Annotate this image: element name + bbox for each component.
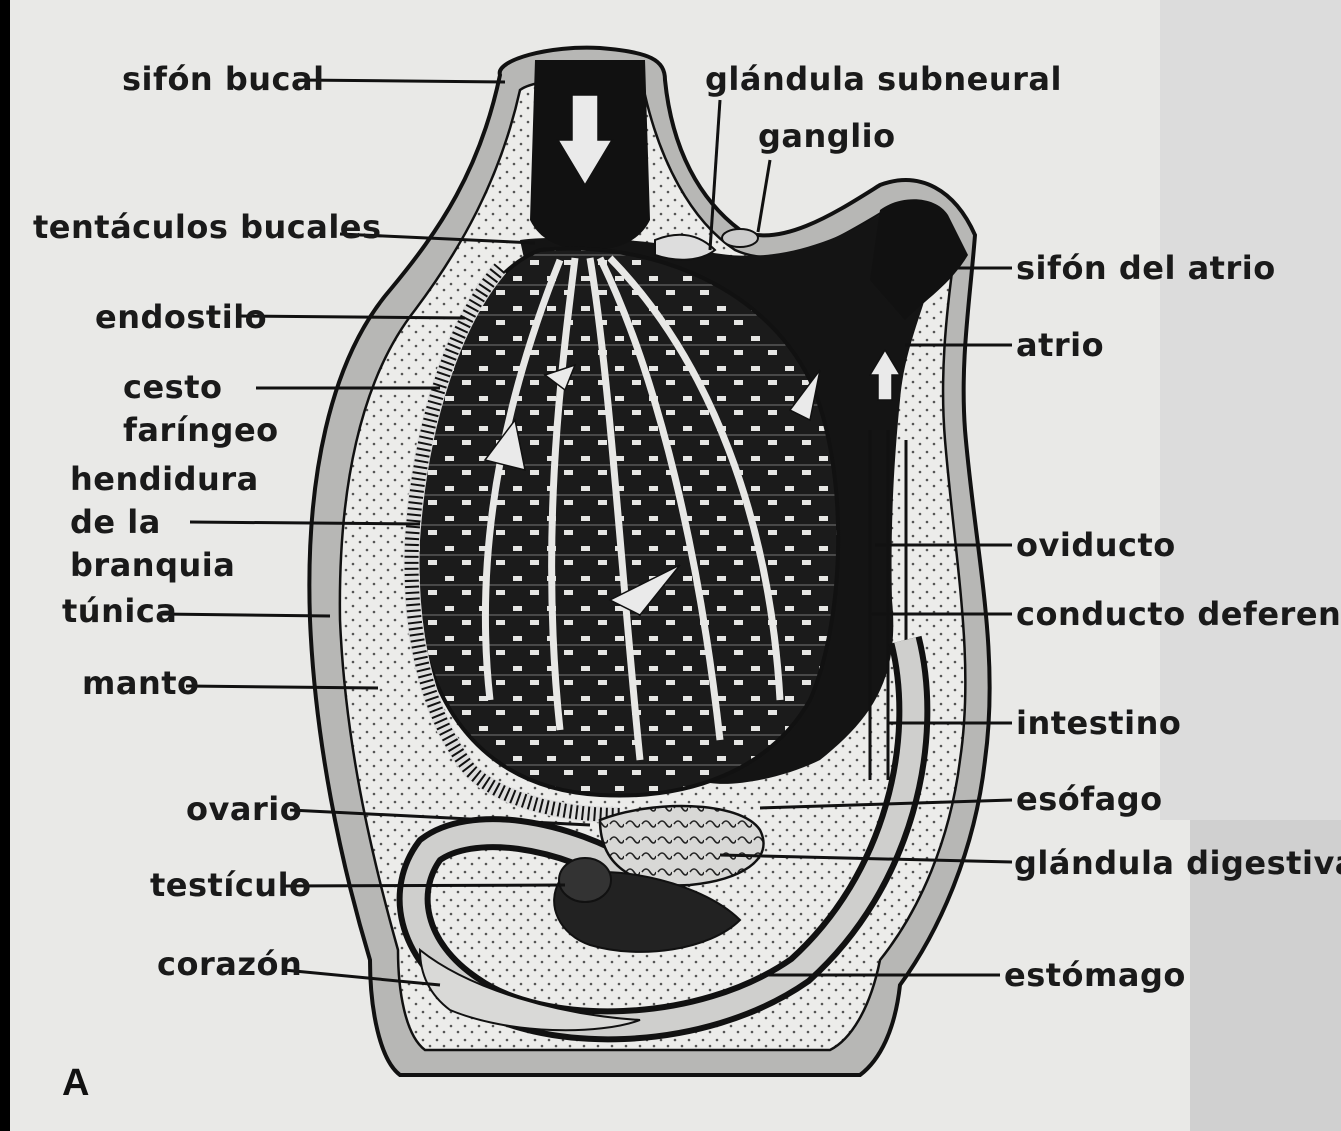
left-border [0, 0, 10, 1131]
label-estomago: estómago [1004, 956, 1186, 994]
panel-letter: A [62, 1062, 89, 1104]
ganglion [722, 229, 758, 247]
label-atrio: atrio [1016, 326, 1104, 364]
label-cesto-line2: faríngeo [123, 411, 279, 449]
scan-shadow-right [1160, 0, 1341, 820]
branchial-basket [414, 249, 838, 796]
label-corazon: corazón [157, 945, 302, 983]
label-intestino: intestino [1016, 704, 1181, 742]
label-hendidura-line3: branquia [70, 546, 235, 584]
label-sifon-atrio: sifón del atrio [1016, 249, 1276, 287]
label-oviducto: oviducto [1016, 526, 1176, 564]
label-glandula-subneural: glándula subneural [705, 60, 1062, 98]
label-glandula-digestiva: glándula digestiva [1014, 844, 1341, 882]
label-sifon-bucal: sifón bucal [122, 60, 325, 98]
label-testiculo: testículo [150, 866, 312, 904]
ovary-body [559, 858, 611, 902]
label-tunica: túnica [62, 592, 177, 630]
label-tentaculos-bucales: tentáculos bucales [33, 208, 382, 246]
label-ovario: ovario [186, 790, 302, 828]
label-hendidura-line2: de la [70, 503, 161, 541]
label-esofago: esófago [1016, 780, 1163, 818]
label-cesto-line1: cesto [123, 368, 223, 406]
label-ganglio: ganglio [758, 117, 896, 155]
label-conducto-deferente: conducto deferente [1016, 595, 1341, 633]
label-manto: manto [82, 664, 200, 702]
label-endostilo: endostilo [95, 298, 267, 336]
label-hendidura-line1: hendidura [70, 460, 259, 498]
